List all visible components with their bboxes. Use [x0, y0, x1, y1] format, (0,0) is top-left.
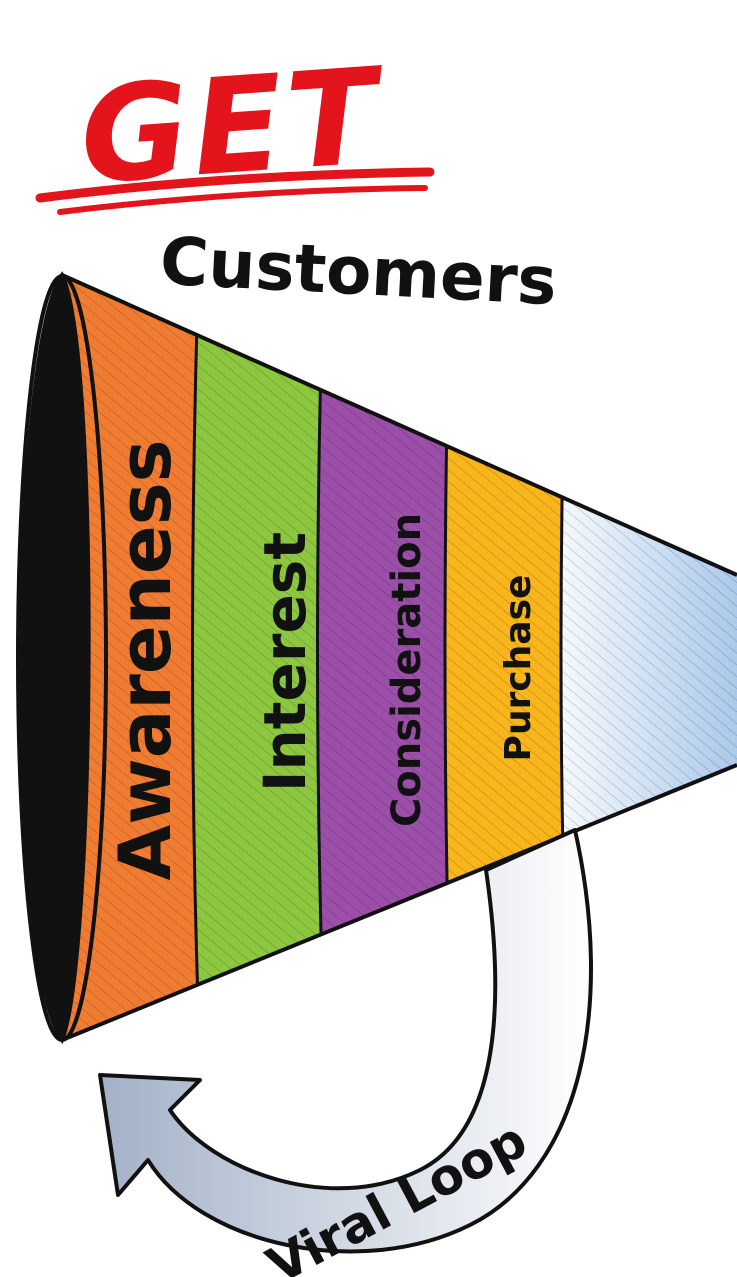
funnel-outline: [61, 273, 737, 1042]
title-block: GET Customers: [35, 39, 559, 321]
viral-loop-shape: [98, 828, 593, 1254]
subhead-customers: Customers: [158, 223, 558, 321]
stage-label-interest: Interest: [251, 532, 319, 792]
headline-underline: [35, 167, 435, 203]
stage-label-purchase: Purchase: [498, 575, 539, 762]
headline-underline-2: [57, 185, 428, 215]
stage-label-awareness: Awareness: [103, 440, 187, 881]
stage-label-consideration: Consideration: [384, 513, 430, 827]
